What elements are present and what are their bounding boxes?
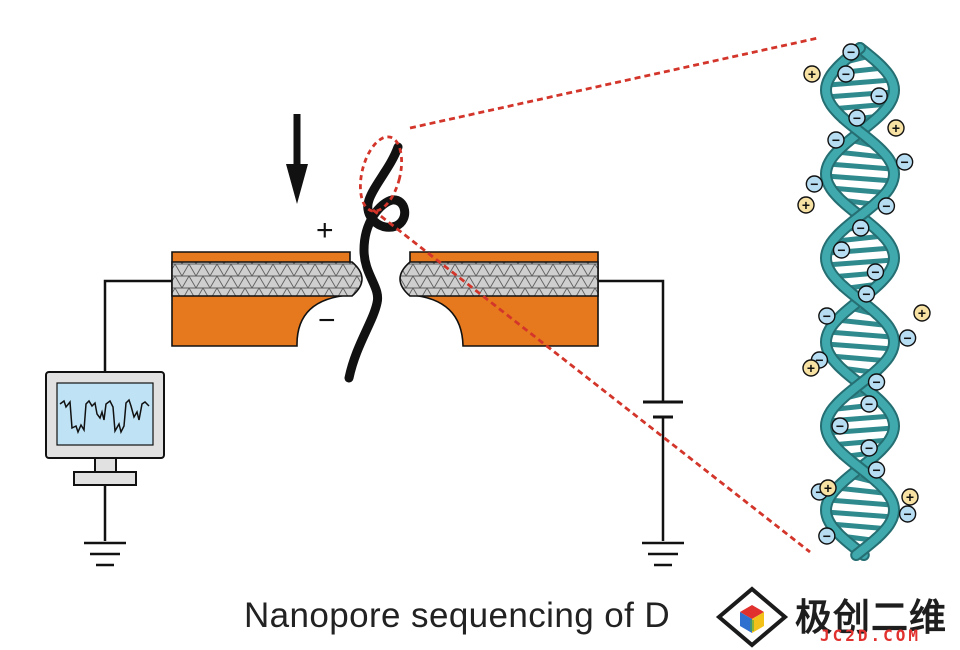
phosphate-charge-sign: − <box>904 506 912 522</box>
phosphate-charge <box>848 109 866 127</box>
counter-ion <box>887 119 905 137</box>
phosphate-charge <box>898 329 917 347</box>
battery-icon <box>643 400 683 419</box>
monitor-icon <box>45 371 165 486</box>
phosphate-charge-sign: − <box>862 286 870 302</box>
base-pair <box>825 497 895 508</box>
base-pair <box>825 77 895 88</box>
phosphate-charge-sign: − <box>836 418 844 434</box>
counter-ion <box>802 359 820 377</box>
phosphate-charge <box>837 65 855 83</box>
phosphate-charge <box>832 241 851 259</box>
phosphate-charge-sign: − <box>815 352 823 368</box>
phosphate-charge-sign: − <box>842 66 850 82</box>
phosphate-charge <box>852 219 870 237</box>
phosphate-charge <box>818 307 836 325</box>
base-pair <box>825 329 895 340</box>
ground-icon-left <box>84 541 126 567</box>
base-pair <box>834 233 886 244</box>
counter-ion-sign: + <box>892 120 900 136</box>
phosphate-charge-sign: − <box>857 220 865 236</box>
base-pair <box>823 509 897 520</box>
phosphate-charge-sign: − <box>872 462 880 478</box>
dna-helix-icon: −−−−−−−−−−−−−−−−−−−−−−−+++++++ <box>797 42 931 561</box>
counter-ion <box>797 196 815 214</box>
phosphate-charge-sign: − <box>901 154 909 170</box>
helix-backbone-2 <box>821 44 899 559</box>
counter-ion <box>819 479 837 497</box>
base-pair <box>834 317 886 328</box>
phosphate-charge-sign: − <box>865 396 873 412</box>
watermark-name-zh: 极创二维 <box>795 596 947 639</box>
phosphate-charge-sign: − <box>837 242 845 258</box>
dna-strand <box>344 142 410 383</box>
phosphate-charge <box>867 461 886 479</box>
counter-ion-sign: + <box>906 489 914 505</box>
base-pair <box>834 149 886 160</box>
figure-caption: Nanopore sequencing of D <box>244 596 670 635</box>
base-pair <box>825 161 895 172</box>
phosphate-charge-sign: − <box>823 528 831 544</box>
phosphate-charge-sign: − <box>871 264 879 280</box>
watermark-name-en: JC2D.COM <box>820 626 922 645</box>
negative-sign: − <box>318 304 336 337</box>
membrane <box>171 251 599 347</box>
counter-ion <box>901 488 919 506</box>
phosphate-charge-sign: − <box>815 484 823 500</box>
phosphate-charge-sign: − <box>872 374 880 390</box>
zoom-indicator <box>358 36 819 554</box>
phosphate-charge-sign: − <box>882 198 890 214</box>
counter-ion-sign: + <box>808 66 816 82</box>
phosphate-charge <box>827 131 845 149</box>
counter-ion <box>803 65 821 83</box>
phosphate-charge-sign: − <box>853 110 861 126</box>
counter-ion-sign: + <box>824 480 832 496</box>
phosphate-charge <box>877 197 896 215</box>
phosphate-charge <box>805 175 824 193</box>
positive-sign: + <box>316 214 334 247</box>
phosphate-charge-sign: − <box>875 88 883 104</box>
phosphate-charge <box>895 153 914 171</box>
phosphate-charge <box>866 263 885 281</box>
phosphate-charge-sign: − <box>865 440 873 456</box>
base-pair <box>823 257 897 268</box>
phosphate-charge-sign: − <box>823 308 831 324</box>
phosphate-charge <box>857 285 876 303</box>
base-pair <box>823 341 897 352</box>
ground-icon-right <box>642 541 684 567</box>
counter-ion <box>913 304 931 322</box>
downward-arrow-icon <box>286 114 308 204</box>
current-trace <box>59 398 150 435</box>
phosphate-charge <box>860 395 878 413</box>
counter-ion-sign: + <box>802 197 810 213</box>
phosphate-charge-sign: − <box>810 176 818 192</box>
phosphate-charge-sign: − <box>847 44 855 60</box>
phosphate-charge <box>860 439 878 457</box>
pore-liner-right <box>399 261 599 297</box>
watermark-logo-icon <box>715 586 789 648</box>
phosphate-charge <box>842 43 860 61</box>
phosphate-charge <box>870 87 888 105</box>
phosphate-charge <box>818 527 836 545</box>
counter-ion-sign: + <box>807 360 815 376</box>
phosphate-charge <box>898 505 917 523</box>
phosphate-charge <box>867 373 886 391</box>
phosphate-charge <box>831 417 849 435</box>
phosphate-charge-sign: − <box>832 132 840 148</box>
base-pair <box>823 173 897 184</box>
phosphate-charge-sign: − <box>904 330 912 346</box>
pore-liner-left <box>171 261 363 297</box>
counter-ion-sign: + <box>918 305 926 321</box>
base-pair <box>834 485 886 496</box>
